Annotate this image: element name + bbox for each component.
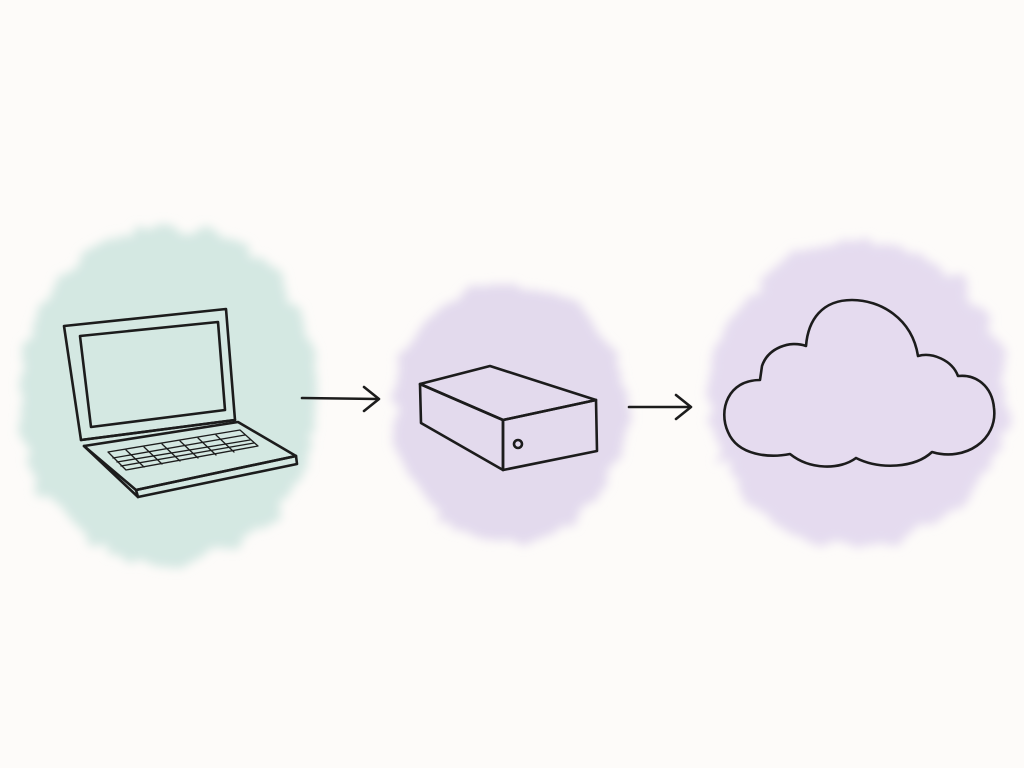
- cloud-blob: [708, 243, 1008, 547]
- server-blob: [392, 284, 628, 540]
- laptop-icon: [62, 307, 299, 499]
- arrow-server-to-cloud: [627, 393, 693, 421]
- cloud-icon: [723, 298, 996, 468]
- arrow-laptop-to-server: [300, 385, 381, 413]
- laptop-blob: [18, 225, 318, 565]
- server-box-icon: [418, 364, 599, 472]
